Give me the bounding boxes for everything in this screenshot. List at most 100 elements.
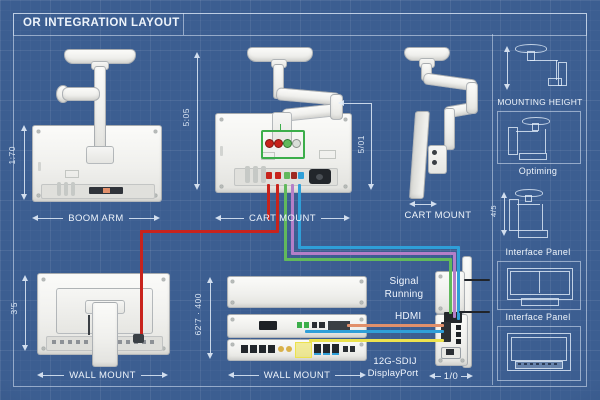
cart-side-arm-drop (444, 108, 455, 150)
dim-arrow (501, 230, 507, 236)
bnc-gold (286, 346, 292, 352)
bnc-white (292, 139, 301, 148)
port-usb (314, 344, 321, 355)
drawing-base (519, 153, 547, 160)
power-inlet-pin (446, 349, 454, 355)
screw-icon (154, 194, 157, 197)
wall-monitor-label: WALL MOUNT (69, 369, 136, 381)
bnc-gold (278, 346, 284, 352)
thumb-side-dim-label: 4/5 (489, 205, 498, 217)
screw-icon (231, 318, 234, 321)
interface-panel-caption-1: Interface Panel (505, 247, 571, 257)
title-band-divider (183, 13, 184, 35)
dim-arrow (22, 275, 28, 281)
cable-plug (261, 166, 266, 183)
bnc-green (283, 139, 292, 148)
black-cable-upper (464, 279, 490, 281)
dim-arrow (504, 84, 510, 90)
port-dark (319, 322, 325, 328)
boom-height-dim (20, 125, 28, 200)
rack-unit-blank (227, 276, 367, 308)
drawing-monitor (508, 127, 518, 155)
drawing-arm-v (556, 60, 557, 80)
port-usb (332, 344, 339, 355)
io-port (456, 325, 461, 330)
cable-plug (57, 182, 61, 196)
bnc-red (275, 172, 281, 179)
dim-arrow (21, 125, 27, 131)
bnc-red (266, 172, 272, 179)
boom-height-dim-label: 1:70 (7, 146, 17, 165)
drawing-monitor-outer (507, 333, 571, 371)
red-cable-horizontal (140, 230, 279, 233)
bnc-red (274, 139, 283, 148)
drawing-panel-divider (539, 271, 540, 293)
red-cable-plug (133, 334, 144, 343)
screw-icon (220, 185, 223, 188)
bnc-blue (298, 172, 304, 179)
power-socket-pin (316, 174, 323, 180)
cart-rear-right-dim-line (344, 103, 371, 104)
boom-arm-label-dim: BOOM ARM (32, 212, 160, 224)
dim-arrow (409, 201, 415, 207)
red-cable-drop (140, 230, 143, 336)
thumb-interface-front-box (497, 261, 581, 310)
dim-arrow (429, 373, 435, 379)
dim-arrow (194, 52, 200, 58)
callout-stem (280, 124, 281, 130)
cart-rear-left-dim-label: 5:05 (181, 108, 191, 127)
bnc-dark (291, 172, 297, 179)
rack-unit-processor (227, 314, 367, 338)
screw-icon (360, 318, 363, 321)
drawing-strip-marks (518, 363, 558, 365)
cable-plug (253, 166, 258, 183)
hdmi-label: HDMI (395, 311, 422, 322)
boom-pole (94, 66, 106, 152)
displayport-label: DisplayPort (367, 368, 419, 379)
port-green (297, 322, 302, 328)
dim-arrow (207, 353, 213, 359)
screw-icon (461, 359, 464, 362)
bracket-knob (432, 160, 437, 165)
blue-cable-vertical (298, 184, 301, 248)
thumb-monitor-strip-box (497, 326, 581, 381)
dim-arrow (37, 372, 43, 378)
dim-arrow (215, 215, 221, 221)
optiming-caption: Optiming (518, 166, 558, 176)
screw-icon (439, 307, 442, 310)
boom-arm-link (62, 87, 100, 101)
title-band (13, 13, 587, 36)
screw-icon (162, 347, 165, 350)
purple-cable-vertical (291, 184, 294, 254)
dim-arrow (504, 46, 510, 52)
screw-icon (344, 118, 347, 121)
cart-rear-label-dim: CART MOUNT (215, 212, 351, 224)
drawing-arm-v (542, 204, 543, 230)
thumb-dim (503, 46, 511, 90)
dim-arrow (162, 372, 169, 378)
thumb-dim (500, 192, 508, 236)
signal-running-label: Signal Running (384, 276, 424, 300)
thumb-mounting-height (496, 38, 584, 96)
dim-arrow (194, 184, 200, 190)
screw-icon (37, 130, 40, 133)
screw-icon (360, 280, 363, 283)
wall-monitor-label-dim: WALL MOUNT (37, 369, 169, 381)
boom-arm-label: BOOM ARM (68, 212, 124, 224)
screw-icon (360, 301, 363, 304)
cable-plug (245, 166, 250, 183)
port-green (304, 322, 309, 328)
drawing-arm-h (517, 204, 540, 205)
dim-arrow (22, 345, 28, 351)
port-dark (259, 345, 266, 353)
label-plate (65, 170, 79, 178)
dim-arrow (32, 215, 38, 221)
drawing-ceiling-plate (515, 44, 547, 53)
black-cable-lower (459, 311, 490, 313)
green-cable-vertical (284, 184, 287, 260)
dim-arrow (21, 194, 27, 200)
port-dark (250, 345, 257, 353)
dim-arrow (344, 215, 351, 221)
rack-label: WALL MOUNT (263, 369, 331, 381)
